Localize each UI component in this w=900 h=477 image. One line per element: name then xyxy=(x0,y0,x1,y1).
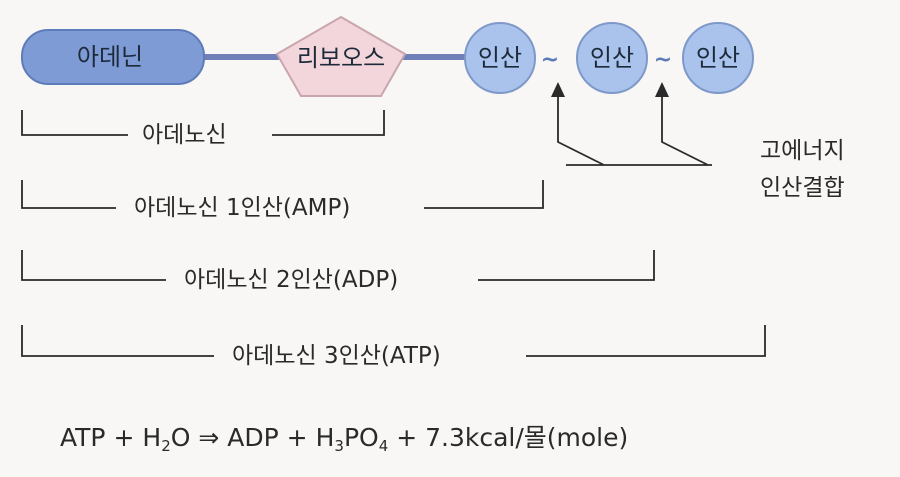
adenosine-bracket xyxy=(21,110,385,136)
phosphate-label-3: 인산 xyxy=(696,44,740,72)
eq-plus: + xyxy=(286,423,308,452)
phosphate-label-2: 인산 xyxy=(590,44,634,72)
high-energy-bond-2: ~ xyxy=(654,48,672,73)
high-energy-bond-pointer xyxy=(557,88,712,166)
high-energy-bond-1: ~ xyxy=(541,48,559,73)
amp-bracket xyxy=(21,180,544,209)
phosphate-node-2 xyxy=(576,22,648,94)
phosphate-label-1: 인산 xyxy=(478,44,522,72)
atp-label: 아데노신 3인산(ATP) xyxy=(232,343,441,369)
phosphate-node-3 xyxy=(682,22,754,94)
phosphate-node-1 xyxy=(464,22,536,94)
adp-bracket xyxy=(21,250,655,281)
adenosine-label: 아데노신 xyxy=(142,122,227,148)
pointer-arrowhead-1 xyxy=(551,82,565,97)
high-energy-bond-label-line1: 고에너지 xyxy=(760,138,845,164)
ribose-node xyxy=(275,15,407,97)
eq-plus: + xyxy=(113,423,135,452)
eq-phosphoric-acid: H3PO4 xyxy=(315,423,389,455)
eq-energy: 7.3kcal/몰(mole) xyxy=(425,423,629,452)
eq-water: H2O xyxy=(142,423,191,455)
eq-adp: ADP xyxy=(227,423,279,452)
amp-label: 아데노신 1인산(AMP) xyxy=(134,195,350,221)
eq-atp: ATP xyxy=(60,423,106,452)
high-energy-bond-label-line2: 인산결합 xyxy=(760,175,845,201)
adenine-node xyxy=(21,29,205,85)
pointer-arrowhead-2 xyxy=(655,82,669,97)
ribose-label: 리보오스 xyxy=(297,44,385,72)
eq-plus: + xyxy=(396,423,418,452)
adp-label: 아데노신 2인산(ADP) xyxy=(184,267,398,293)
atp-hydrolysis-equation: ATP + H2O ⇒ ADP + H3PO4 + 7.3kcal/몰(mole… xyxy=(60,418,628,455)
eq-arrow: ⇒ xyxy=(198,423,220,452)
atp-bracket xyxy=(21,325,766,357)
adenine-label: 아데닌 xyxy=(77,43,143,71)
